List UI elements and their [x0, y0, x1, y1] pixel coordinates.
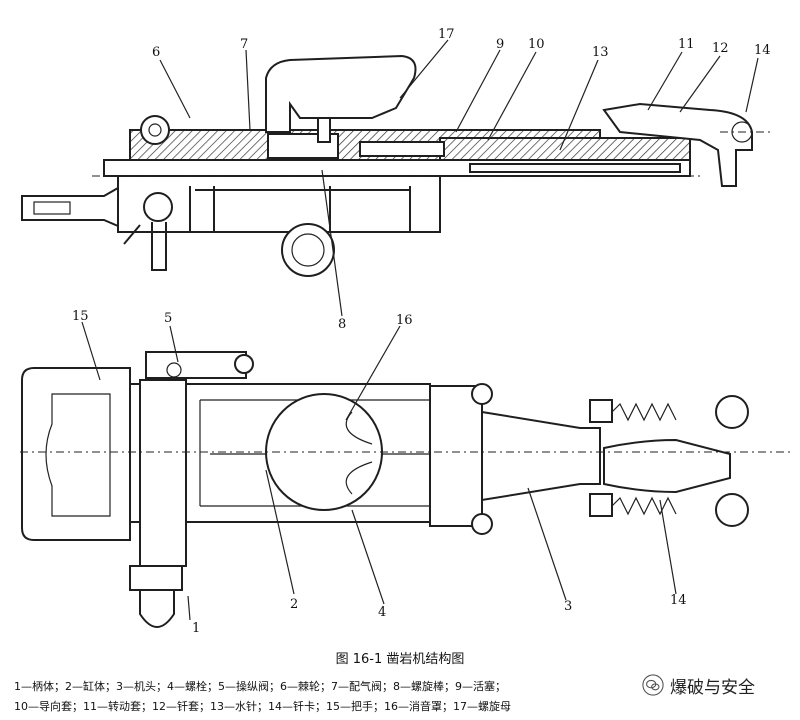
barrel-plan: [481, 410, 601, 502]
label-13: 13: [592, 45, 609, 60]
handle-frame: [21, 367, 131, 541]
watermark: 爆破与安全: [636, 672, 761, 698]
spring-cap-top: [589, 399, 613, 423]
lever-stem: [317, 117, 331, 143]
cylinder-ribs: [189, 186, 411, 232]
figure-legend-line-2: 10—导向套；11—转动套；12—钎套；13—水针；14—钎卡；15—把手；16…: [14, 700, 511, 713]
front-head: [429, 385, 483, 527]
retainer-ball-bot: [715, 493, 749, 527]
label-12: 12: [712, 41, 729, 56]
top-handle-lever: [265, 54, 417, 133]
plan-view: 15 5 16 1 2 4 3 14: [20, 309, 790, 636]
figure-caption: 图 16-1 凿岩机结构图: [335, 652, 465, 667]
water-knob-inner: [291, 233, 325, 267]
figure-legend-line-1: 1—柄体；2—缸体；3—机头；4—螺栓；5—操纵阀；6—棘轮；7—配气阀；8—螺…: [14, 680, 506, 693]
label-14-bottom: 14: [670, 593, 687, 608]
front-barrel: [439, 137, 691, 161]
label-15: 15: [72, 309, 89, 324]
head-bolt-bot: [471, 513, 493, 535]
label-14-top: 14: [754, 43, 771, 58]
leaders-top: [159, 39, 759, 317]
label-10: 10: [528, 37, 545, 52]
label-2: 2: [290, 597, 298, 612]
label-3: 3: [564, 599, 572, 614]
label-8: 8: [338, 317, 346, 332]
label-7: 7: [240, 37, 248, 52]
fitting-arm: [123, 224, 141, 245]
retainer-fork: [603, 438, 731, 494]
label-9: 9: [496, 37, 504, 52]
label-17: 17: [438, 27, 455, 42]
label-11: 11: [678, 37, 695, 52]
spring-bottom: [611, 496, 677, 516]
rifle-bar: [359, 141, 445, 157]
ratchet-core: [148, 123, 162, 137]
handle-slot: [33, 201, 71, 215]
valve-fitting: [143, 192, 173, 222]
lever-pivot: [166, 362, 182, 378]
label-6: 6: [152, 45, 160, 60]
water-knob: [281, 223, 335, 277]
water-fitting: [151, 222, 167, 271]
water-needle: [469, 163, 681, 173]
lever-knob: [234, 354, 254, 374]
leaders-bottom: [81, 321, 677, 621]
valve-column: [139, 379, 187, 567]
label-16: 16: [396, 313, 413, 328]
valve-cap: [139, 589, 175, 628]
side-section-view: 6 7 17 9 10 13 11 12 14 8: [21, 27, 771, 332]
muffler-vanes: [345, 411, 373, 495]
cylinder-body-lower: [117, 176, 441, 233]
operation-lever: [145, 351, 247, 379]
spring-cap-bot: [589, 493, 613, 517]
label-5: 5: [164, 311, 172, 326]
label-4: 4: [378, 605, 386, 620]
watermark-text: 爆破与安全: [670, 677, 755, 698]
ratchet-wheel: [140, 115, 170, 145]
label-1: 1: [192, 621, 200, 636]
handle-inner: [45, 393, 111, 517]
retainer-ball-top: [715, 395, 749, 429]
valve-nut: [129, 565, 183, 591]
spring-top: [611, 402, 677, 422]
wechat-icon: [642, 674, 664, 696]
head-bolt-top: [471, 383, 493, 405]
